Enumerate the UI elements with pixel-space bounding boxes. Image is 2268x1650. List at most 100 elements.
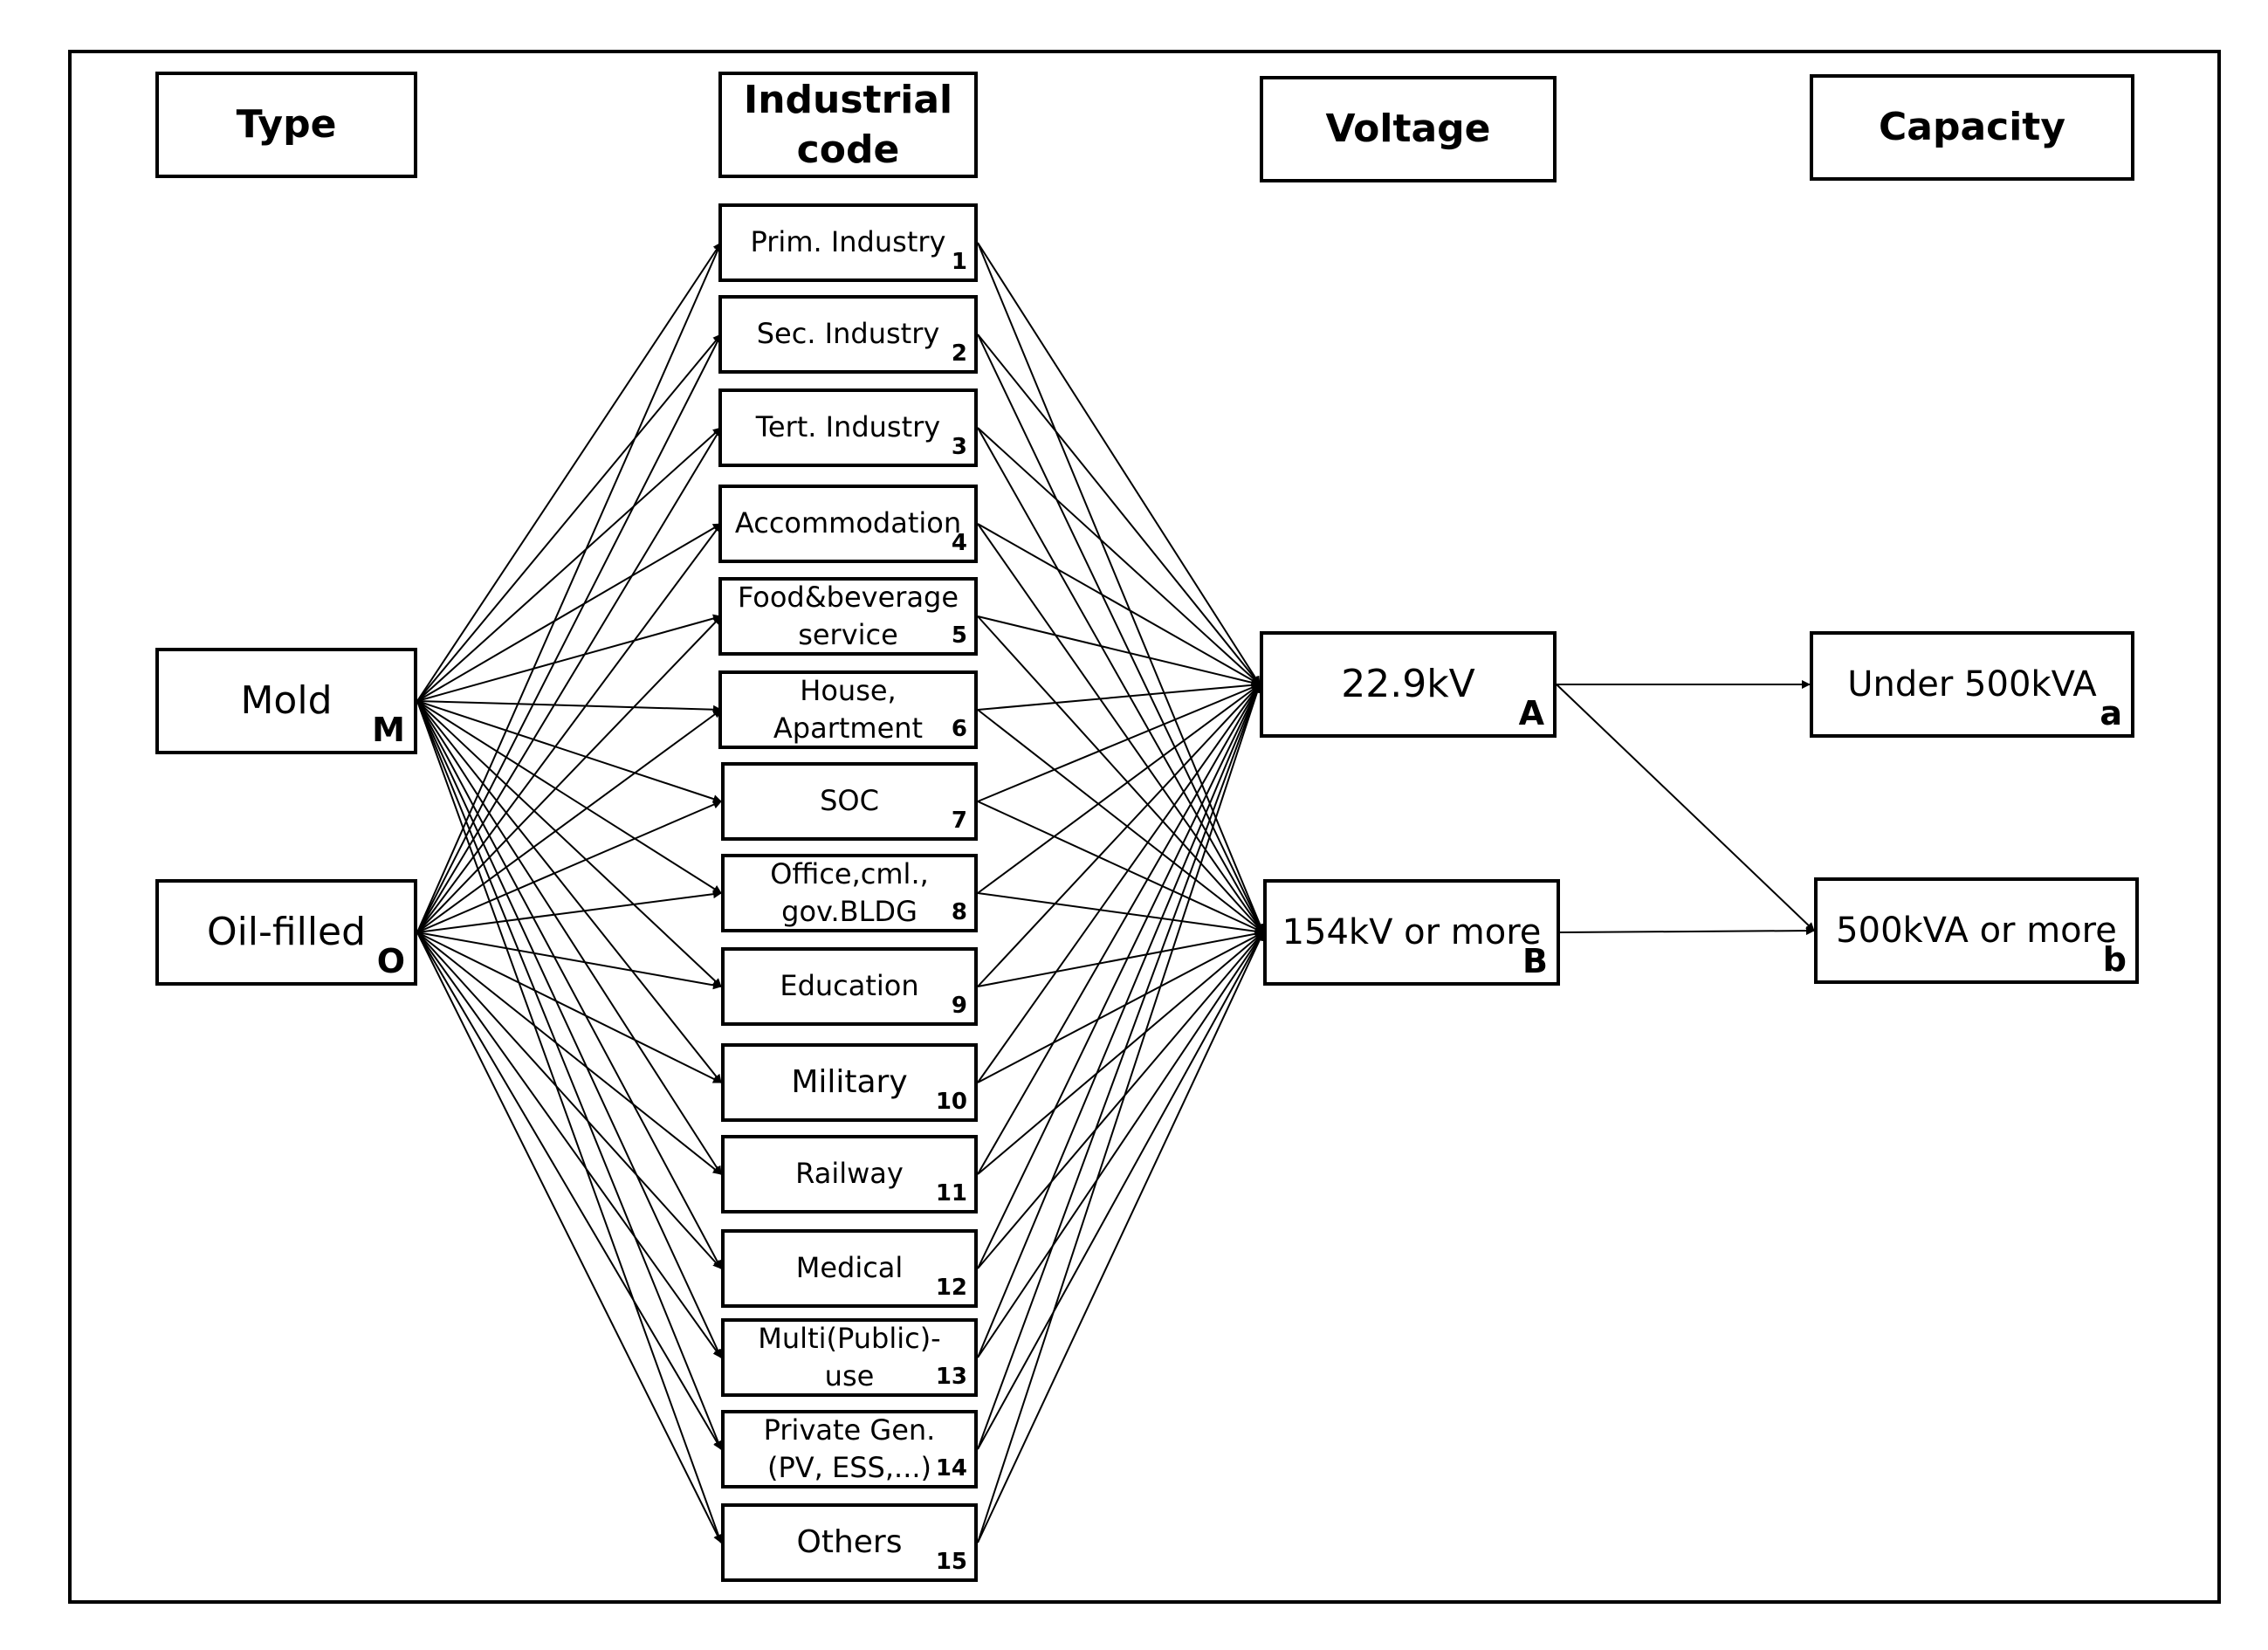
connector-code-6-voltage-A (977, 680, 1261, 711)
capacity-tag: a (2100, 694, 2122, 732)
header-type: Type (155, 72, 417, 178)
connector-type-M-code-1 (416, 242, 722, 702)
connector-type-O-code-14 (416, 932, 722, 1450)
voltage-box-b: 154kV or more B (1263, 879, 1560, 986)
code-label: Tert. Industry (755, 410, 941, 444)
connector-code-4-voltage-A (977, 523, 1261, 685)
code-tag: 5 (951, 622, 967, 649)
connector-code-9-voltage-B (977, 929, 1264, 987)
diagram-frame (68, 50, 2221, 1604)
connector-type-M-code-5 (416, 614, 722, 702)
connector-code-3-voltage-A (977, 427, 1261, 685)
code-box-8: Office,cml., gov.BLDG 8 (721, 854, 978, 932)
connector-type-M-code-6 (416, 700, 722, 714)
connector-type-M-code-11 (416, 700, 722, 1175)
connector-type-M-code-13 (416, 700, 722, 1358)
capacity-box-a: Under 500kVA a (1810, 631, 2134, 738)
type-tag: O (376, 942, 405, 980)
code-box-5: Food&beverage service 5 (718, 577, 978, 656)
type-label: Oil-filled (206, 910, 367, 955)
connector-type-O-code-12 (416, 932, 722, 1269)
code-box-10: Military 10 (721, 1043, 978, 1122)
connector-code-7-voltage-A (977, 683, 1261, 802)
voltage-tag: B (1522, 942, 1548, 980)
connector-code-12-voltage-B (977, 932, 1264, 1269)
code-label: Private Gen. (PV, ESS,...) (763, 1413, 936, 1484)
connector-voltage-B-capacity-b (1559, 926, 1815, 936)
connector-code-1-voltage-B (977, 242, 1265, 933)
connector-type-M-code-15 (416, 700, 723, 1543)
voltage-label: 22.9kV (1341, 662, 1475, 707)
voltage-tag: A (1518, 694, 1544, 732)
connector-code-7-voltage-B (977, 801, 1264, 933)
code-box-14: Private Gen. (PV, ESS,...) 14 (721, 1410, 978, 1488)
type-label: Mold (240, 678, 333, 724)
code-label: Food&beverage service (737, 580, 959, 651)
connector-code-2-voltage-B (977, 333, 1264, 933)
code-tag: 3 (951, 434, 967, 460)
header-voltage: Voltage (1260, 76, 1557, 182)
connector-code-12-voltage-A (977, 684, 1261, 1269)
connector-type-O-code-2 (416, 333, 722, 933)
connector-type-M-code-14 (416, 700, 723, 1450)
code-box-6: House, Apartment 6 (718, 670, 978, 749)
code-label: Railway (795, 1157, 904, 1191)
connector-code-3-voltage-B (977, 427, 1264, 933)
connector-type-M-code-10 (416, 700, 722, 1083)
connector-code-8-voltage-B (977, 892, 1264, 936)
connector-code-13-voltage-B (977, 932, 1264, 1358)
code-box-9: Education 9 (721, 947, 978, 1026)
code-box-15: Others 15 (721, 1503, 978, 1582)
code-tag: 1 (951, 249, 967, 275)
connector-type-M-code-9 (416, 700, 722, 987)
code-tag: 11 (935, 1180, 967, 1207)
code-tag: 6 (951, 716, 967, 742)
code-box-4: Accommodation 4 (718, 485, 978, 563)
capacity-tag: b (2102, 940, 2127, 979)
code-tag: 14 (935, 1455, 967, 1482)
voltage-label: 154kV or more (1282, 912, 1542, 952)
connector-type-O-code-11 (416, 932, 722, 1175)
connector-type-O-code-9 (416, 932, 722, 990)
code-label: Others (796, 1523, 903, 1560)
connector-code-5-voltage-B (977, 615, 1264, 933)
voltage-box-a: 22.9kV A (1260, 631, 1557, 738)
connector-code-2-voltage-A (977, 333, 1261, 685)
connector-type-M-code-8 (416, 700, 722, 894)
connector-code-11-voltage-A (977, 684, 1261, 1175)
connector-code-13-voltage-A (977, 684, 1261, 1358)
code-label: Office,cml., gov.BLDG (770, 856, 929, 928)
code-tag: 2 (951, 340, 967, 367)
code-box-11: Railway 11 (721, 1135, 978, 1213)
code-label: Education (780, 969, 919, 1003)
code-label: Accommodation (734, 506, 962, 540)
code-label: SOC (820, 784, 879, 818)
connector-type-M-code-7 (416, 700, 722, 803)
connector-code-14-voltage-A (977, 684, 1261, 1450)
connector-type-O-code-3 (416, 427, 722, 933)
code-box-12: Medical 12 (721, 1229, 978, 1308)
type-tag: M (372, 711, 405, 749)
connector-type-O-code-15 (416, 932, 722, 1543)
type-box-mold: Mold M (155, 648, 417, 754)
code-label: Prim. Industry (750, 225, 946, 259)
code-box-3: Tert. Industry 3 (718, 388, 978, 467)
connector-code-15-voltage-B (977, 932, 1264, 1543)
header-industrial-code: Industrial code (718, 72, 978, 178)
connector-code-4-voltage-B (977, 523, 1264, 933)
code-label: Multi(Public)-use (758, 1321, 941, 1392)
connector-type-O-code-4 (416, 523, 722, 933)
connector-type-M-code-2 (416, 333, 722, 702)
connector-code-10-voltage-B (977, 932, 1264, 1083)
connector-code-10-voltage-A (977, 684, 1261, 1083)
code-box-13: Multi(Public)-use 13 (721, 1318, 978, 1397)
connector-type-M-code-4 (416, 523, 722, 702)
code-box-2: Sec. Industry 2 (718, 295, 978, 374)
header-capacity: Capacity (1810, 74, 2134, 181)
connector-code-6-voltage-B (977, 709, 1264, 933)
code-tag: 9 (951, 993, 967, 1019)
connector-type-O-code-5 (416, 615, 722, 933)
connector-type-O-code-8 (416, 890, 722, 933)
connector-code-5-voltage-A (977, 615, 1261, 687)
